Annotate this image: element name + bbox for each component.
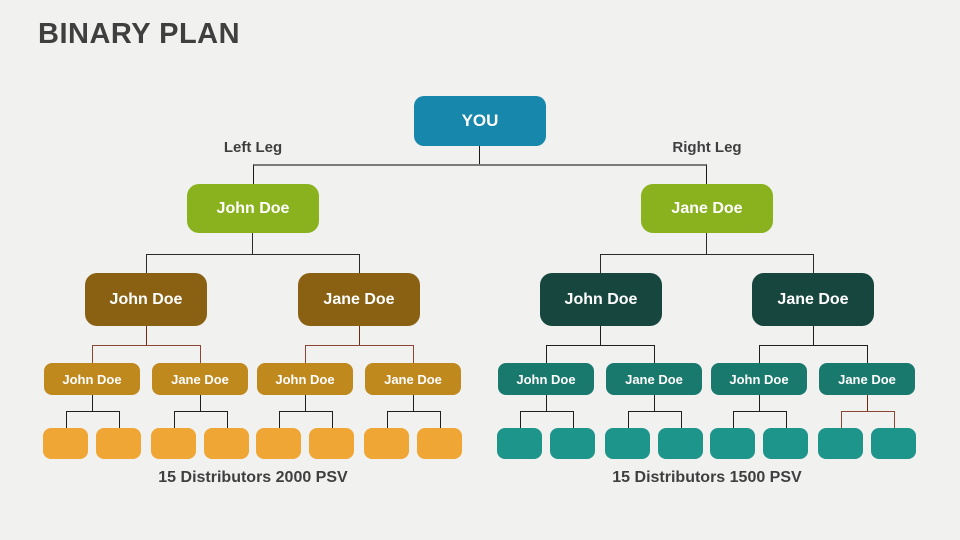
leaf-node: [497, 428, 542, 459]
level4-node-5: John Doe: [498, 363, 594, 395]
level3-stub-2: [359, 326, 360, 346]
level4-stub-5: [546, 395, 547, 411]
leaf-node: [658, 428, 703, 459]
level4-node-7: John Doe: [711, 363, 807, 395]
leaf-node: [204, 428, 249, 459]
leaf-node: [43, 428, 88, 459]
level4-node-6: Jane Doe: [606, 363, 702, 395]
level4-stub-1: [92, 395, 93, 411]
level4-node-1: John Doe: [44, 363, 140, 395]
level2-node-left: John Doe: [187, 184, 319, 233]
root-bracket-connector: [253, 164, 707, 184]
level4-bracket-7: [733, 411, 787, 428]
leaf-node: [96, 428, 141, 459]
level4-bracket-8: [841, 411, 895, 428]
level2-node-right: Jane Doe: [641, 184, 773, 233]
level4-stub-6: [654, 395, 655, 411]
left-leg-label: Left Leg: [223, 139, 283, 156]
level4-node-8: Jane Doe: [819, 363, 915, 395]
leaf-node: [417, 428, 462, 459]
level4-bracket-4: [387, 411, 441, 428]
level3-node-3: John Doe: [540, 273, 662, 326]
level3-stub-3: [600, 326, 601, 346]
right-leg-caption: 15 Distributors 1500 PSV: [612, 469, 802, 486]
level4-stub-7: [759, 395, 760, 411]
leaf-node: [763, 428, 808, 459]
leaf-node: [151, 428, 196, 459]
leaf-node: [364, 428, 409, 459]
leaf-node: [871, 428, 916, 459]
level2-left-bracket: [146, 254, 360, 273]
level3-bracket-4: [759, 345, 868, 363]
level3-bracket-3: [546, 345, 655, 363]
leaf-node: [818, 428, 863, 459]
level4-stub-3: [305, 395, 306, 411]
level4-stub-4: [413, 395, 414, 411]
leaf-node: [256, 428, 301, 459]
level2-left-stub: [252, 233, 253, 254]
level4-bracket-3: [279, 411, 333, 428]
level3-stub-4: [813, 326, 814, 346]
level3-node-1: John Doe: [85, 273, 207, 326]
level4-bracket-6: [628, 411, 682, 428]
leaf-node: [309, 428, 354, 459]
level4-node-3: John Doe: [257, 363, 353, 395]
level3-stub-1: [146, 326, 147, 346]
page-title: BINARY PLAN: [38, 18, 241, 50]
level4-node-4: Jane Doe: [365, 363, 461, 395]
level4-stub-8: [867, 395, 868, 411]
you-node: YOU: [414, 96, 546, 146]
level2-right-stub: [706, 233, 707, 254]
level4-node-2: Jane Doe: [152, 363, 248, 395]
level3-bracket-1: [92, 345, 201, 363]
level3-bracket-2: [305, 345, 414, 363]
leaf-node: [550, 428, 595, 459]
level4-bracket-1: [66, 411, 120, 428]
level4-bracket-2: [174, 411, 228, 428]
leaf-node: [710, 428, 755, 459]
level3-node-2: Jane Doe: [298, 273, 420, 326]
root-stub-connector: [479, 146, 480, 164]
level2-right-bracket: [600, 254, 814, 273]
leaf-node: [605, 428, 650, 459]
level3-node-4: Jane Doe: [752, 273, 874, 326]
level4-bracket-5: [520, 411, 574, 428]
left-leg-caption: 15 Distributors 2000 PSV: [158, 469, 348, 486]
level4-stub-2: [200, 395, 201, 411]
right-leg-label: Right Leg: [672, 139, 742, 156]
